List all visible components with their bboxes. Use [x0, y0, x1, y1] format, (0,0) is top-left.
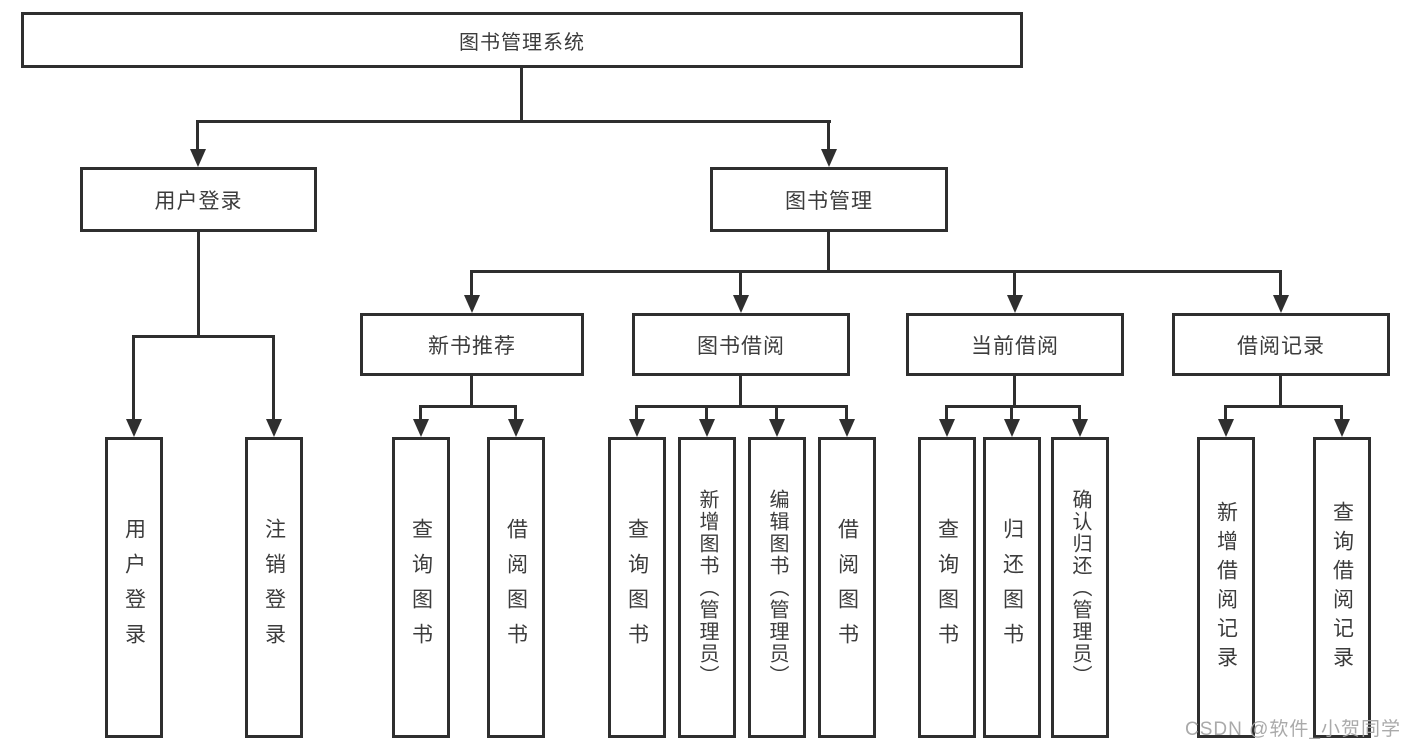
node-label: 用户登录	[154, 189, 243, 213]
node-label: 新书推荐	[428, 334, 516, 358]
leaf-query-books-recommend: 查询图书	[392, 437, 450, 738]
connector-line	[1225, 405, 1343, 408]
node-label: 图书管理	[785, 189, 873, 213]
leaf-logout: 注销登录	[245, 437, 303, 738]
node-user-login-module: 用户登录	[80, 167, 317, 232]
node-borrow-records: 借阅记录	[1172, 313, 1390, 376]
connector-line	[272, 335, 275, 420]
arrowhead-icon	[126, 419, 142, 437]
connector-line	[635, 405, 638, 420]
leaf-user-login: 用户登录	[105, 437, 163, 738]
connector-line	[419, 405, 422, 420]
arrowhead-icon	[839, 419, 855, 437]
connector-line	[470, 270, 473, 296]
node-root-library-system: 图书管理系统	[21, 12, 1023, 68]
arrowhead-icon	[1004, 419, 1020, 437]
leaf-return-books: 归还图书	[983, 437, 1041, 738]
connector-line	[827, 232, 830, 271]
connector-line	[1279, 376, 1282, 407]
connector-line	[739, 376, 742, 407]
connector-line	[133, 335, 275, 338]
arrowhead-icon	[769, 419, 785, 437]
connector-line	[945, 405, 948, 420]
node-new-book-recommend: 新书推荐	[360, 313, 584, 376]
leaf-confirm-return-admin: 确认归还（管理员）	[1051, 437, 1109, 738]
connector-line	[420, 405, 517, 408]
connector-line	[196, 120, 199, 150]
connector-line	[514, 405, 517, 420]
node-label: 图书借阅	[697, 334, 785, 358]
arrowhead-icon	[733, 295, 749, 313]
connector-line	[1013, 376, 1016, 407]
arrowhead-icon	[464, 295, 480, 313]
connector-line	[827, 120, 830, 150]
leaf-label: 借阅图书	[504, 517, 528, 658]
leaf-edit-books-admin: 编辑图书（管理员）	[748, 437, 806, 738]
arrowhead-icon	[1334, 419, 1350, 437]
connector-line	[1340, 405, 1343, 420]
connector-line	[132, 335, 135, 420]
arrowhead-icon	[939, 419, 955, 437]
leaf-borrow-books: 借阅图书	[818, 437, 876, 738]
connector-line	[197, 120, 831, 123]
leaf-label: 查询图书	[935, 517, 959, 658]
leaf-label: 编辑图书（管理员）	[766, 488, 788, 687]
leaf-label: 注销登录	[262, 517, 286, 658]
connector-line	[1010, 405, 1013, 420]
leaf-label: 查询借阅记录	[1330, 500, 1354, 675]
leaf-query-books-current: 查询图书	[918, 437, 976, 738]
leaf-label: 查询图书	[409, 517, 433, 658]
arrowhead-icon	[1007, 295, 1023, 313]
connector-line	[471, 270, 1282, 273]
leaf-label: 归还图书	[1000, 517, 1024, 658]
connector-line	[1078, 405, 1081, 420]
connector-line	[775, 405, 778, 420]
arrowhead-icon	[1273, 295, 1289, 313]
leaf-label: 借阅图书	[835, 517, 859, 658]
arrowhead-icon	[1218, 419, 1234, 437]
arrowhead-icon	[413, 419, 429, 437]
node-label: 当前借阅	[971, 334, 1059, 358]
leaf-label: 确认归还（管理员）	[1069, 488, 1091, 687]
node-root-label: 图书管理系统	[459, 31, 585, 54]
leaf-add-books-admin: 新增图书（管理员）	[678, 437, 736, 738]
connector-line	[1224, 405, 1227, 420]
node-book-borrowing: 图书借阅	[632, 313, 850, 376]
arrowhead-icon	[266, 419, 282, 437]
connector-line	[946, 405, 1081, 408]
connector-line	[705, 405, 708, 420]
connector-line	[1013, 270, 1016, 296]
arrowhead-icon	[508, 419, 524, 437]
connector-line	[739, 270, 742, 296]
arrowhead-icon	[699, 419, 715, 437]
arrowhead-icon	[1072, 419, 1088, 437]
node-label: 借阅记录	[1237, 334, 1325, 358]
leaf-query-borrow-record: 查询借阅记录	[1313, 437, 1371, 738]
connector-line	[470, 376, 473, 407]
leaf-label: 新增借阅记录	[1214, 500, 1238, 675]
leaf-label: 用户登录	[122, 517, 146, 658]
connector-line	[636, 405, 848, 408]
connector-line	[197, 232, 200, 336]
node-current-borrowing: 当前借阅	[906, 313, 1124, 376]
connector-line	[845, 405, 848, 420]
arrowhead-icon	[629, 419, 645, 437]
connector-line	[1279, 270, 1282, 296]
connector-line	[520, 68, 523, 121]
arrowhead-icon	[190, 149, 206, 167]
leaf-label: 新增图书（管理员）	[696, 488, 718, 687]
arrowhead-icon	[821, 149, 837, 167]
leaf-label: 查询图书	[625, 517, 649, 658]
leaf-add-borrow-record: 新增借阅记录	[1197, 437, 1255, 738]
leaf-borrow-books-recommend: 借阅图书	[487, 437, 545, 738]
leaf-query-books-borrow: 查询图书	[608, 437, 666, 738]
csdn-watermark: CSDN @软件_小贺同学	[1185, 719, 1401, 740]
node-book-management-module: 图书管理	[710, 167, 948, 232]
